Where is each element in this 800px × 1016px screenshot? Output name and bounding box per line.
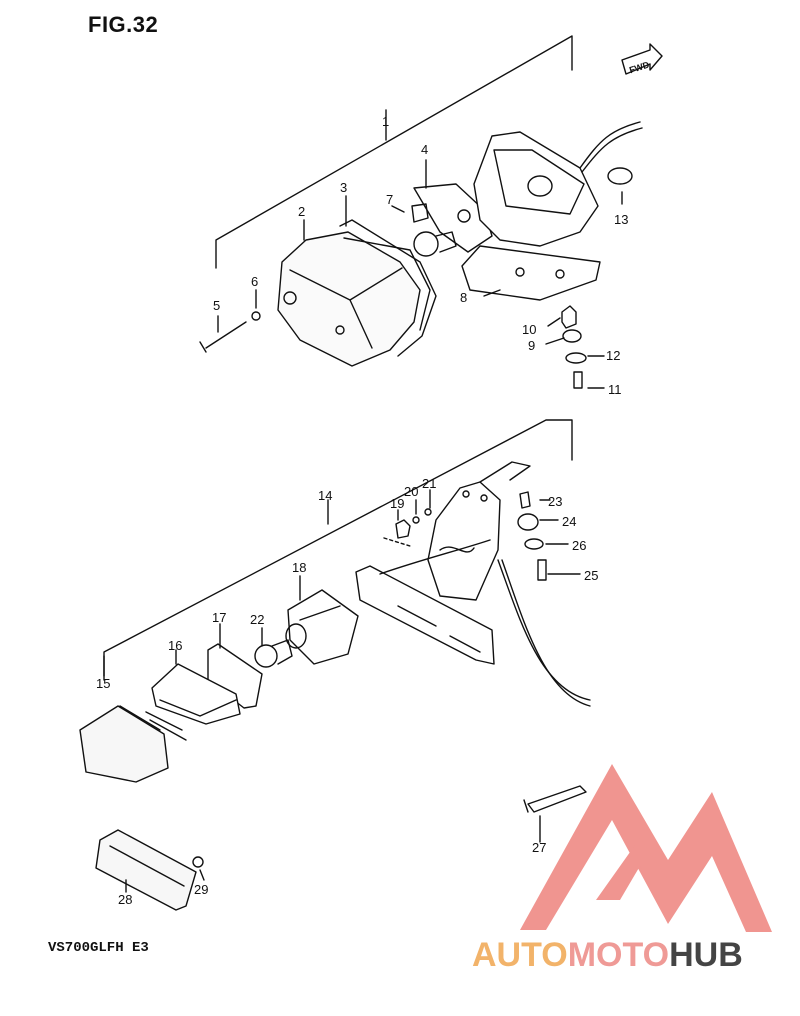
callout-8: 8 xyxy=(460,290,467,305)
callout-numbers: 1 2 3 4 5 6 7 8 9 10 11 12 13 14 15 16 1… xyxy=(96,114,628,907)
callout-13: 13 xyxy=(614,212,628,227)
lens-gasket-part xyxy=(339,219,437,357)
callout-24: 24 xyxy=(562,514,576,529)
tail-lens-part xyxy=(277,231,431,367)
callout-26: 26 xyxy=(572,538,586,553)
model-label: VS700GLFH E3 xyxy=(48,940,149,956)
group-bracket-1 xyxy=(215,35,573,269)
reflector-part-28 xyxy=(95,829,204,911)
callout-23: 23 xyxy=(548,494,562,509)
callout-18: 18 xyxy=(292,560,306,575)
tail-housing-part xyxy=(473,121,643,247)
watermark-hub: HUB xyxy=(669,936,743,974)
callout-11: 11 xyxy=(608,382,622,397)
callout-14: 14 xyxy=(318,488,332,503)
callout-19: 19 xyxy=(390,496,404,511)
watermark-moto: MOTO xyxy=(568,936,669,974)
fastener-parts-9-12 xyxy=(561,305,587,389)
clamp-part-27 xyxy=(523,785,587,843)
callout-28: 28 xyxy=(118,892,132,907)
hardware-parts-19-26 xyxy=(383,491,547,581)
callout-25: 25 xyxy=(584,568,598,583)
callout-5: 5 xyxy=(213,298,220,313)
callout-20: 20 xyxy=(404,484,418,499)
callout-27: 27 xyxy=(532,840,546,855)
base-plate-part xyxy=(461,245,601,301)
callout-15: 15 xyxy=(96,676,110,691)
callout-22: 22 xyxy=(250,612,264,627)
watermark-auto: AUTO xyxy=(472,936,568,974)
callout-3: 3 xyxy=(340,180,347,195)
callout-12: 12 xyxy=(606,348,620,363)
callout-29: 29 xyxy=(194,882,208,897)
lamp-holder-part-16 xyxy=(151,663,241,725)
license-bracket-part xyxy=(355,461,591,707)
svg-text:AUTOMOTOHUB: AUTOMOTOHUB xyxy=(472,936,743,974)
callout-21: 21 xyxy=(422,476,436,491)
socket-plate-part xyxy=(411,183,493,257)
callout-10: 10 xyxy=(522,322,536,337)
license-lens-part-15 xyxy=(79,705,187,783)
automotohub-watermark-text: AUTOMOTOHUB xyxy=(472,936,743,974)
callout-4: 4 xyxy=(421,142,428,157)
fwd-arrow-icon: FWD xyxy=(621,43,663,75)
callout-6: 6 xyxy=(251,274,258,289)
callout-17: 17 xyxy=(212,610,226,625)
figure-title: FIG.32 xyxy=(88,12,159,37)
callout-1: 1 xyxy=(382,114,389,129)
callout-2: 2 xyxy=(298,204,305,219)
callout-16: 16 xyxy=(168,638,182,653)
leader-lines xyxy=(103,159,623,893)
grommet-part-13 xyxy=(607,167,633,185)
socket-part-18 xyxy=(254,589,359,668)
automotohub-watermark-logo xyxy=(520,764,772,932)
callout-7: 7 xyxy=(386,192,393,207)
callout-9: 9 xyxy=(528,338,535,353)
screw-part-5 xyxy=(199,311,261,353)
